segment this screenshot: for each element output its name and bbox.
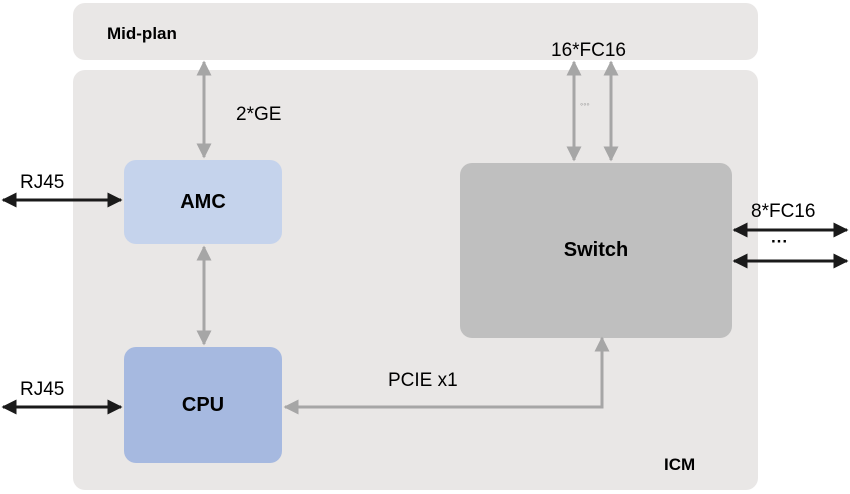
midplane-panel: [73, 3, 758, 60]
icm-label: ICM: [664, 455, 696, 474]
amc-rj45-label: RJ45: [20, 172, 65, 193]
cpu-switch-link-label: PCIE x1: [388, 370, 458, 391]
switch-label: Switch: [563, 239, 629, 261]
midplane-label: Mid-plan: [107, 24, 177, 43]
switch-box: Switch: [460, 163, 732, 338]
switch-midplane-link-label: 16*FC16: [551, 40, 626, 61]
switch-midplane-ellipsis: ◦◦◦: [580, 99, 590, 109]
cpu-rj45-label: RJ45: [20, 379, 65, 400]
cpu-label: CPU: [181, 393, 225, 416]
cpu-box: CPU: [124, 347, 282, 463]
amc-label: AMC: [180, 190, 226, 213]
switch-external-link-label: 8*FC16: [751, 201, 816, 222]
cpu-switch-link: [283, 336, 610, 415]
amc-box: AMC: [124, 160, 282, 244]
amc-midplane-link-label: 2*GE: [236, 104, 282, 125]
switch-external-ellipsis: ···: [771, 232, 788, 251]
